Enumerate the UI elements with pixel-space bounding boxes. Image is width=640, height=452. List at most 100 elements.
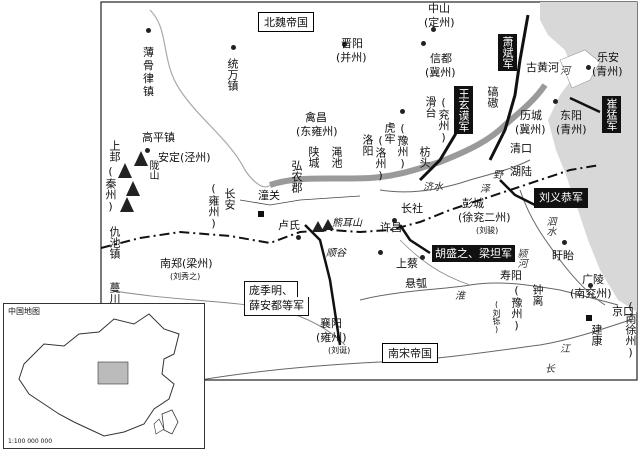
place-licheng: 历城 [520, 109, 542, 122]
river-ji: 济水 [423, 182, 443, 193]
river-ye: 野 [493, 170, 503, 181]
place-shouyang: 寿阳 [500, 269, 522, 282]
city-markers [258, 211, 592, 321]
place-bogulvzhen: 薄骨律镇 [143, 46, 154, 98]
army-xuanshi: 薛安都等军 [244, 297, 309, 316]
huai-river [359, 282, 619, 306]
river-he: 河 [560, 66, 570, 77]
north-state-label: 北魏帝国 [258, 12, 314, 32]
city-dot [421, 41, 426, 46]
arrow-liuyigong [499, 179, 536, 207]
sea-area [540, 2, 637, 312]
longshan-mountains [118, 151, 148, 212]
sea-bay [559, 49, 601, 89]
place-hongnong: 弘农郡 [290, 160, 303, 193]
place-qiaoao: 碻磝 [486, 86, 499, 108]
place-dingzhou: (定州) [424, 16, 455, 29]
place-nanyanzhou: (南兖州) [570, 287, 612, 300]
place-zhongli: 钟离 [531, 284, 544, 306]
city-dot [431, 27, 436, 32]
city-dot [586, 65, 591, 70]
place-dongyongzhou: (东雍州) [296, 125, 338, 138]
place-longshan: 陇山 [147, 160, 158, 180]
place-liujun: (刘骏) [476, 226, 499, 235]
ji-river [379, 159, 531, 193]
place-liudan: (刘诞) [328, 346, 351, 355]
city-dot [392, 218, 397, 223]
place-xuchang: 许昌 [380, 221, 402, 234]
army-husheng: 胡盛之、梁坦军 [432, 245, 515, 262]
south-state-label: 南宋帝国 [382, 343, 438, 363]
place-yongzhou-1: (雍州) [207, 182, 220, 230]
army-wangxuanmo: 王玄谟军 [454, 86, 473, 134]
city-dot [342, 42, 347, 47]
city-dot [231, 45, 236, 50]
army-xiaobin: 萧斌军 [498, 34, 517, 71]
river-ying: 颍河 [515, 248, 526, 268]
place-luoyang: 洛阳 [361, 134, 374, 156]
place-le-an: 乐安 [597, 51, 619, 64]
place-xuyanzhou: (徐兖二州) [458, 211, 511, 224]
city-dot [400, 109, 405, 114]
place-gu-river: 古黄河 [526, 61, 559, 74]
place-xuchizhen: 仇池镇 [108, 226, 121, 259]
place-qinzhou: (秦州) [104, 165, 117, 213]
place-changan: 长安 [223, 188, 236, 210]
road-line [239, 195, 361, 206]
place-xiangyang: 襄阳 [320, 317, 342, 330]
city-dot [420, 255, 425, 260]
place-xuanhu: 悬瓠 [405, 277, 427, 290]
place-dongyang: 东阳 [560, 109, 582, 122]
inset-map: 中国地图 1:100 000 000 [3, 303, 205, 449]
inset-title: 中国地图 [8, 307, 40, 316]
city-dot [296, 235, 301, 240]
place-manshui: 蔓川 [108, 282, 121, 304]
place-yanzhou-1: (兖州) [437, 96, 450, 144]
place-liushuo: (刘铄) [492, 300, 501, 334]
place-anding: 安定(泾州) [158, 151, 211, 164]
inset-scale: 1:100 000 000 [8, 438, 53, 445]
place-qinchang: 禽昌 [305, 111, 327, 124]
arrow-north-1 [488, 14, 530, 161]
army-pangjiming: 庞季明、 [244, 281, 298, 300]
river-ze: 泽 [480, 184, 490, 195]
xionger-mountains [312, 219, 334, 232]
river-si: 泗水 [544, 216, 555, 236]
city-dot [378, 250, 383, 255]
place-xuyi: 盱眙 [552, 249, 574, 262]
place-liuxiuzhi: (刘秀之) [170, 272, 201, 281]
arrow-hu [398, 224, 431, 255]
place-jinyang: 晋阳 [341, 37, 363, 50]
city-dot [146, 28, 151, 33]
place-hulu: 湖陆 [510, 165, 532, 178]
yangtze-river [199, 319, 631, 381]
place-nanxuzhou: (南徐州) [624, 300, 637, 359]
place-yuzhou-1: (豫州) [396, 122, 409, 170]
place-changshe: 长社 [401, 202, 423, 215]
place-zhongshan: 中山 [428, 2, 450, 15]
si-river [519, 189, 606, 306]
place-bingzhou: (并州) [336, 51, 367, 64]
place-guangling: 广陵 [582, 273, 604, 286]
army-cuimeng: 崔猛军 [602, 96, 621, 133]
place-qingzhou-1: (青州) [592, 65, 623, 78]
place-pengcheng: 彭城 [462, 197, 484, 210]
yellow-river-upper [149, 9, 271, 188]
ying-river [399, 239, 471, 286]
arrow-cui [569, 96, 601, 114]
place-nanzheng: 南郑(梁州) [160, 257, 213, 270]
place-xindu: 信都 [430, 52, 452, 65]
place-hulao: 虎牢 [383, 122, 396, 144]
place-qingzhou-2: (青州) [556, 123, 587, 136]
place-luozhou: (洛州) [374, 134, 387, 182]
city-dot [588, 283, 593, 288]
place-shanggui: 上邽 [108, 140, 121, 162]
border-line [100, 164, 601, 249]
place-jizhou-2: (冀州) [515, 123, 546, 136]
place-jizhou: (冀州) [425, 66, 456, 79]
place-gaopingzhen: 高平镇 [142, 131, 175, 144]
inset-china-outline [18, 313, 180, 437]
place-jingkou: 京口 [612, 305, 634, 318]
place-tongguan: 潼关 [258, 189, 280, 202]
city-dot [553, 99, 558, 104]
